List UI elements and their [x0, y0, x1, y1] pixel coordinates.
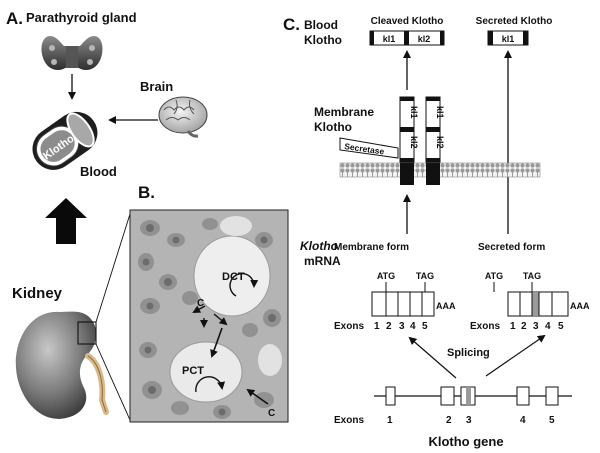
splicing-arrow-left [408, 336, 457, 379]
arrow-c-left [192, 305, 206, 313]
membrane-tag: TAG [416, 271, 434, 281]
parathyroid-gland-icon [41, 36, 103, 70]
transmembrane-right [426, 163, 440, 185]
secreted-klotho-protein: kl1 [487, 30, 529, 46]
membrane-klotho-label-line2: Klotho [314, 120, 352, 134]
gene-exons-word: Exons [334, 415, 364, 426]
blood-klotho-label-line2: Klotho [304, 33, 342, 47]
membrane-aaa: AAA [436, 301, 456, 311]
secreted-exons-word: Exons [470, 321, 500, 332]
klotho-gene [374, 386, 572, 406]
membrane-kl1-right: kl1 [435, 106, 445, 119]
membrane-exons-word: Exons [334, 321, 364, 332]
up-arrow-icon [45, 198, 87, 244]
secreted-exon-1: 1 [510, 321, 516, 332]
pct-lumen [169, 341, 243, 403]
membrane-form-label: Membrane form [334, 242, 409, 253]
cleaved-kl1: kl1 [383, 34, 396, 44]
secreted-klotho-label: Secreted Klotho [476, 16, 553, 27]
klotho-gene-label: Klotho gene [428, 434, 503, 449]
arrow-c-bottom [246, 388, 269, 405]
transmembrane-left [400, 163, 414, 185]
pct-label: PCT [182, 365, 204, 377]
panel-b-label: B. [138, 183, 155, 202]
cleaved-klotho-protein: kl1 kl2 [369, 30, 445, 46]
membrane-form-mrna: ATG TAG AAA Exons 1 2 3 4 5 [334, 271, 456, 332]
c-label-bottom: C [268, 408, 275, 419]
panel-c: C. Blood Klotho Cleaved Klotho Secreted … [283, 15, 590, 449]
cleaved-kl2: kl2 [418, 34, 431, 44]
dct-lumen [193, 235, 271, 317]
secreted-kl1: kl1 [502, 34, 515, 44]
secreted-tag: TAG [523, 271, 541, 281]
secreted-aaa: AAA [570, 301, 590, 311]
membrane-exon-3: 3 [399, 321, 405, 332]
secreted-atg: ATG [485, 271, 503, 281]
zoom-line-top [95, 213, 131, 323]
membrane-klotho-label-line1: Membrane [314, 105, 374, 119]
secreted-exon-2: 2 [521, 321, 527, 332]
gene-exon-4: 4 [520, 415, 526, 426]
brain-icon [158, 96, 208, 138]
arrow-to-pct [210, 327, 223, 358]
membrane-klotho-protein-right: kl1 kl2 [425, 96, 445, 164]
gene-exon-5: 5 [549, 415, 555, 426]
blood-vessel-icon: Klotho [32, 111, 98, 170]
splicing-label: Splicing [447, 347, 490, 359]
klotho-mrna-label: mRNA [304, 254, 341, 268]
splicing-arrow-right [485, 334, 546, 377]
klotho-mrna-italic: Klotho [300, 239, 338, 253]
membrane-kl2-left: kl2 [409, 136, 419, 149]
secretase-enzyme: Secretase [339, 137, 399, 159]
kidney-label: Kidney [12, 285, 63, 302]
secreted-exon-3: 3 [533, 321, 539, 332]
c-label-top: C [197, 298, 204, 309]
cleaved-klotho-label: Cleaved Klotho [371, 16, 444, 27]
panel-a: A. Parathyroid gland Brain [6, 9, 208, 421]
membrane-exon-5: 5 [422, 321, 428, 332]
blood-label: Blood [80, 164, 117, 179]
panel-a-label: A. [6, 9, 23, 28]
membrane-atg: ATG [377, 271, 395, 281]
micrograph [129, 209, 289, 423]
secreted-exon-5: 5 [558, 321, 564, 332]
secreted-exon-4: 4 [545, 321, 551, 332]
brain-label: Brain [140, 79, 173, 94]
secreted-form-mrna: ATG TAG AAA Exons 1 2 3 4 5 [470, 271, 590, 332]
membrane-exon-2: 2 [386, 321, 392, 332]
membrane-exon-1: 1 [374, 321, 380, 332]
arrow-small-right [213, 313, 228, 326]
secretase-label: Secretase [344, 141, 385, 157]
panel-b: B. [129, 183, 289, 423]
gene-exon-1: 1 [387, 415, 393, 426]
blood-klotho-label-line1: Blood [304, 18, 338, 32]
curved-arrow-dct [229, 272, 259, 297]
membrane-klotho-protein-left: kl1 kl2 [399, 96, 419, 164]
membrane-exon-4: 4 [410, 321, 416, 332]
panel-c-label: C. [283, 15, 300, 34]
gene-exon-2: 2 [446, 415, 452, 426]
zoom-line-bottom [95, 343, 131, 421]
gene-exon-3: 3 [466, 415, 472, 426]
kidney-icon [15, 311, 109, 419]
secreted-form-label: Secreted form [478, 242, 545, 253]
curved-arrow-pct [195, 376, 226, 393]
membrane-kl2-right: kl2 [435, 136, 445, 149]
membrane-kl1-left: kl1 [409, 106, 419, 119]
parathyroid-label: Parathyroid gland [26, 10, 137, 25]
